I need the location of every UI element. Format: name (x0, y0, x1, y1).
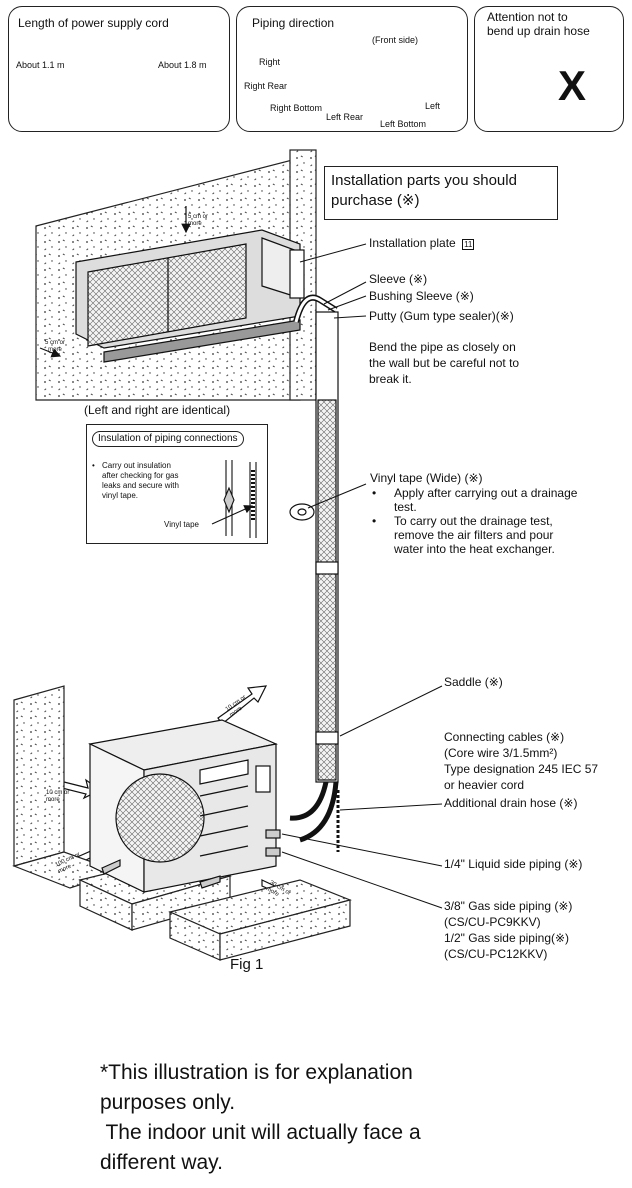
piping-right: Right (259, 57, 281, 67)
gas-piping-line1: 3/8" Gas side piping (※) (444, 899, 573, 913)
leader-lines (281, 243, 443, 909)
bend-note-line3: break it. (369, 372, 412, 386)
insulation-title: Insulation of piping connections (92, 431, 244, 447)
purchase-line1: Installation parts you should (331, 172, 517, 189)
power-cord-right-length: About 1.8 m (158, 60, 207, 70)
vinyl-bullet-1-dot: • (372, 486, 377, 500)
piping-right-bottom: Right Bottom (270, 103, 323, 113)
clearance-top: 5 cm or more (188, 214, 209, 227)
insulation-bullet: • (92, 461, 95, 470)
power-cord-left-length: About 1.1 m (16, 60, 65, 70)
cables-line3: Type designation 245 IEC 57 (444, 762, 599, 776)
bend-note-line2: the wall but be careful not to (369, 356, 520, 370)
indoor-unit (75, 229, 305, 363)
vinyl-tape-label: Vinyl tape (Wide) (※) (370, 471, 483, 485)
vinyl-bullet-1-line1: Apply after carrying out a drainage (394, 486, 578, 500)
vinyl-bullet-1-line2: test. (394, 500, 417, 514)
outdoor-unit (88, 719, 281, 893)
piping-left-rear: Left Rear (326, 112, 364, 122)
purchase-line2: purchase (※) (331, 192, 420, 209)
bend-note-line1: Bend the pipe as closely on (369, 340, 516, 354)
installation-plate-text: Installation plate (369, 236, 456, 250)
footer-line2: purposes only. (100, 1091, 236, 1114)
piping-left-bottom: Left Bottom (380, 119, 427, 129)
gas-piping-line2: (CS/CU-PC9KKV) (444, 915, 541, 929)
drain-hose-label: Additional drain hose (※) (444, 796, 578, 810)
vinyl-bullet-2-dot: • (372, 514, 377, 528)
cables-line1: Connecting cables (※) (444, 730, 565, 744)
vinyl-bullet-2-line1: To carry out the drainage test, (394, 514, 553, 528)
power-cord-panel (8, 6, 230, 132)
piping-left: Left (425, 101, 441, 111)
drain-title-line1: Attention not to (487, 10, 568, 24)
piping-front-side: (Front side) (372, 35, 419, 45)
insulation-text-1: Carry out insulation (102, 461, 171, 470)
insulation-box (86, 424, 268, 544)
plate-symbol: 11 (462, 239, 475, 251)
outdoor-wall (12, 685, 352, 961)
clearance-outdoor-back: 10 cm or more (46, 790, 70, 803)
drain-hose-panel (474, 6, 624, 132)
power-cord-title: Length of power supply cord (18, 16, 169, 30)
footer-line4: different way. (100, 1151, 223, 1174)
drain-title-line2: bend up drain hose (487, 24, 590, 38)
piping-direction-panel (236, 6, 468, 132)
liquid-piping-label: 1/4" Liquid side piping (※) (444, 857, 583, 871)
identical-note: (Left and right are identical) (84, 403, 231, 417)
piping-direction-title: Piping direction (252, 16, 335, 30)
insulation-illustration (211, 460, 257, 538)
putty-label: Putty (Gum type sealer)(※) (369, 309, 514, 323)
vinyl-bullet-2-line2: remove the air filters and pour (394, 528, 554, 542)
insulation-text-3: leaks and secure with (102, 481, 179, 490)
figure-caption: Fig 1 (230, 956, 264, 973)
installation-plate-label: Installation plate 11 (369, 236, 475, 251)
piping-run (289, 294, 340, 852)
insulation-text-2: after checking for gas (102, 471, 179, 480)
saddle-label: Saddle (※) (444, 675, 503, 689)
piping-right-rear: Right Rear (244, 81, 288, 91)
gas-piping-line3: 1/2" Gas side piping(※) (444, 931, 570, 945)
footer-line3: The indoor unit will actually face a (100, 1121, 421, 1144)
cross-mark-icon: X (558, 62, 587, 109)
cables-line4: or heavier cord (444, 778, 525, 792)
purchase-box (324, 166, 558, 220)
gas-piping-line4: (CS/CU-PC12KKV) (444, 947, 548, 961)
cables-line2: (Core wire 3/1.5mm²) (444, 746, 558, 760)
insulation-vinyl-label: Vinyl tape (164, 520, 199, 529)
footer-line1: *This illustration is for explanation (100, 1061, 413, 1084)
clearance-side: 5 cm or more (44, 340, 65, 353)
insulation-text-4: vinyl tape. (102, 491, 139, 500)
sleeve-label: Sleeve (※) (369, 272, 428, 286)
vinyl-bullet-2-line3: water into the heat exchanger. (394, 542, 555, 556)
bushing-sleeve-label: Bushing Sleeve (※) (369, 289, 474, 303)
